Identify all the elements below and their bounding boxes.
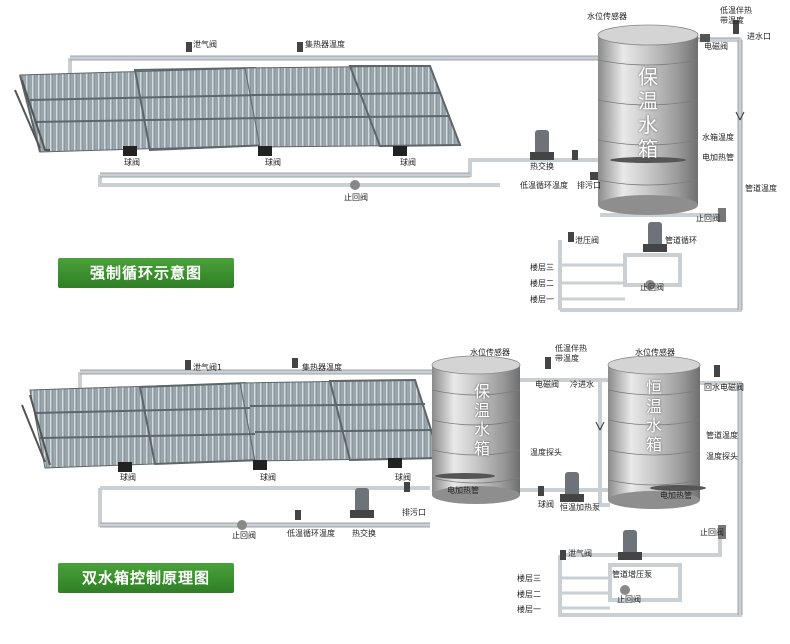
label-b-electric-heater: 电加热管 <box>447 486 479 495</box>
label-b-pipe-temp: 管道温度 <box>706 431 738 440</box>
label-b-heat-exchanger: 热交换 <box>352 529 376 538</box>
label-low-temp-tracing: 低温伴热 带温度 <box>720 6 752 25</box>
bottom-tank1-char: 水 <box>473 420 490 439</box>
top-pipes <box>68 38 742 312</box>
bottom-pipes <box>78 370 742 617</box>
label-b-low-temp-tracing: 低温伴热 带温度 <box>555 344 587 363</box>
label-b-check-valve-1: 止回阀 <box>232 531 256 540</box>
label-b-ball-valve-1: 球阀 <box>120 473 136 482</box>
bottom-tank1-char: 温 <box>473 401 490 420</box>
label-ball-valve-2: 球阀 <box>265 158 281 167</box>
label-check-valve-1: 止回阀 <box>344 193 368 202</box>
bottom-tank2-label: 恒 温 水 箱 <box>642 378 666 454</box>
label-b-level-sensor2: 水位传感器 <box>635 348 675 357</box>
label-b-return-solenoid: 回水电磁阀 <box>704 383 744 392</box>
top-pipe-edges <box>70 37 743 310</box>
label-electric-heater: 电加热管 <box>702 153 734 162</box>
bottom-tank2-char: 箱 <box>645 435 662 454</box>
label-pipe-loop: 管道循环 <box>665 236 697 245</box>
label-b-solenoid-valve: 电磁阀 <box>535 380 559 389</box>
label-tank-level: 水箱温度 <box>702 133 734 142</box>
label-floor1: 楼层一 <box>530 295 554 304</box>
label-vent-valve: 泄气阀 <box>193 40 217 49</box>
top-tank-label: 保 温 水 箱 <box>636 65 660 161</box>
label-b-check-valve-3: 止回阀 <box>617 595 641 604</box>
bottom-tank-1 <box>431 355 521 504</box>
label-b-const-heat-pump: 恒温加热泵 <box>560 503 600 512</box>
label-relief-valve: 泄压阀 <box>575 236 599 245</box>
label-collector-temp: 集热器温度 <box>305 40 345 49</box>
bottom-tank2-char: 水 <box>645 416 662 435</box>
label-pipe-temp: 管道温度 <box>745 184 777 193</box>
label-b-level-sensor: 水位传感器 <box>470 348 510 357</box>
label-b-relief-valve: 泄气阀 <box>568 549 592 558</box>
bottom-banner: 双水箱控制原理图 <box>58 563 234 593</box>
top-tank-char: 保 <box>638 65 658 89</box>
label-b-ball-valve-4: 球阀 <box>538 500 554 509</box>
label-b-ball-valve-3: 球阀 <box>395 473 411 482</box>
label-b-check-valve-2: 止回阀 <box>700 528 724 537</box>
bottom-tank1-char: 箱 <box>473 439 490 458</box>
label-b-temp-probe2: 温度探头 <box>706 452 738 461</box>
label-b-collector-temp: 集热器温度 <box>302 363 342 372</box>
label-b-temp-probe: 温度探头 <box>530 448 562 457</box>
label-level-sensor: 水位传感器 <box>587 12 627 21</box>
label-b-vent-valve1: 泄气阀1 <box>193 363 223 372</box>
label-inlet: 进水口 <box>747 32 771 41</box>
top-solar-array <box>14 65 462 156</box>
label-b-floor3: 楼层三 <box>517 574 541 583</box>
label-drain: 排污口 <box>577 181 601 190</box>
bottom-tank2-char: 温 <box>645 397 662 416</box>
bottom-components <box>185 357 726 610</box>
top-banner: 强制循环示意图 <box>58 258 234 288</box>
label-ball-valve-3: 球阀 <box>400 158 416 167</box>
label-b-ball-valve-2: 球阀 <box>260 473 276 482</box>
label-check-valve-3: 止回阀 <box>640 283 664 292</box>
top-tank-char: 温 <box>638 89 658 113</box>
label-b-floor2: 楼层二 <box>517 590 541 599</box>
top-tank-char: 箱 <box>638 137 658 161</box>
top-components <box>186 20 745 301</box>
label-b-electric-heater2: 电加热管 <box>660 491 692 500</box>
bottom-tank1-char: 保 <box>473 382 490 401</box>
top-tank <box>597 24 699 215</box>
label-floor3: 楼层三 <box>530 263 554 272</box>
bottom-tank-2 <box>607 355 706 509</box>
bottom-tank2-char: 恒 <box>645 378 662 397</box>
bottom-tank1-label: 保 温 水 箱 <box>470 382 494 458</box>
label-b-cold-water: 冷进水 <box>570 380 594 389</box>
label-low-temp-loop: 低温循环温度 <box>520 181 568 190</box>
bottom-solar-array <box>21 378 442 472</box>
label-b-low-temp-loop: 低温循环温度 <box>287 529 335 538</box>
label-ball-valve-1: 球阀 <box>124 158 140 167</box>
label-check-valve-2: 止回阀 <box>696 214 720 223</box>
label-b-booster-pump: 管道增压泵 <box>612 570 652 579</box>
label-floor2: 楼层二 <box>530 279 554 288</box>
label-solenoid-valve: 电磁阀 <box>704 42 728 51</box>
bottom-pipe-edges <box>80 369 743 615</box>
label-heat-exchanger: 热交换 <box>530 162 554 171</box>
label-b-floor1: 楼层一 <box>517 605 541 614</box>
top-tank-char: 水 <box>638 113 658 137</box>
label-b-drain: 排污口 <box>402 508 426 517</box>
